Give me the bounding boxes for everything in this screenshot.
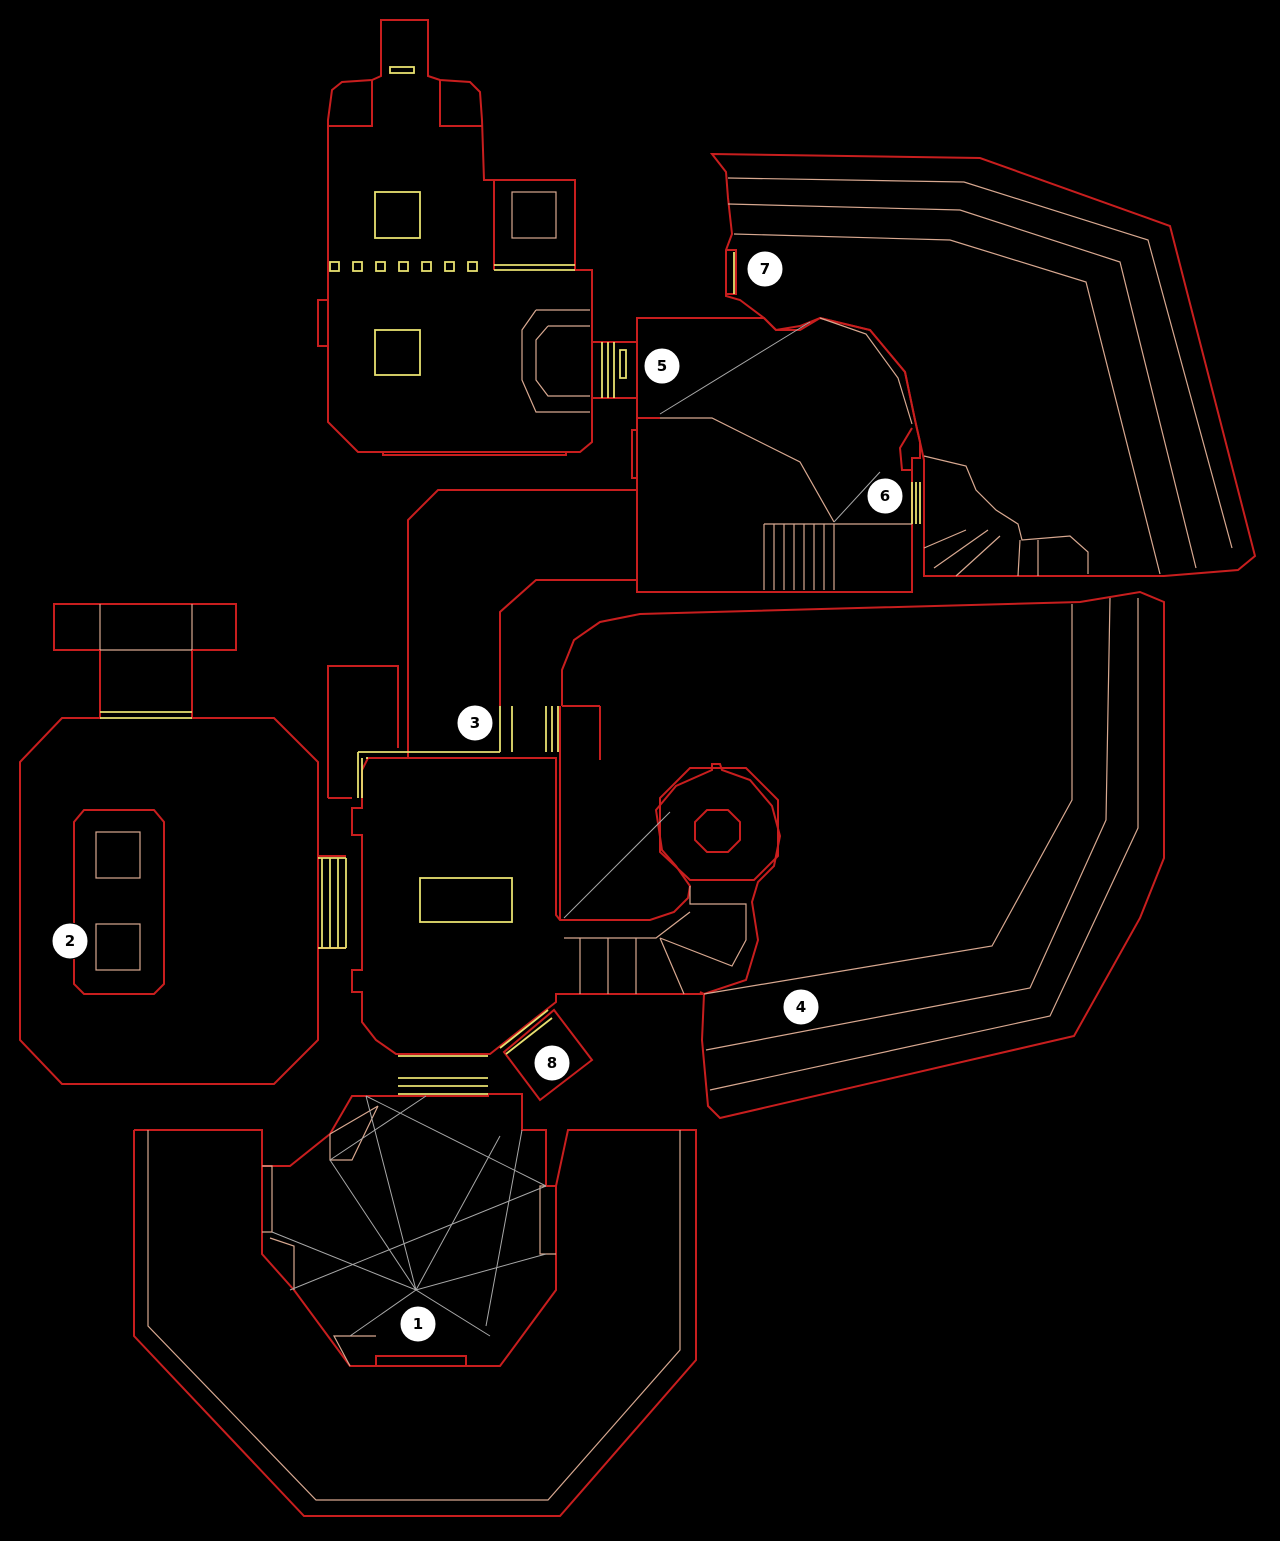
wall-room-2-pillar-ring (73, 809, 165, 995)
wall-area-4-inner-top (562, 705, 601, 760)
wall-corridor-east (499, 579, 637, 706)
wall-north-building-side-nub (317, 299, 328, 347)
wall-octagon-outer (659, 767, 779, 881)
wall-hub-north-block (327, 665, 399, 799)
map-steps (99, 177, 1233, 1501)
alcove-crate (511, 191, 557, 239)
marker-4: 4 (782, 988, 820, 1026)
pillar-north-2 (374, 329, 421, 376)
map-markers: 1 2 3 4 5 6 7 8 (51, 250, 904, 1343)
wall-hub (351, 757, 782, 1055)
wall-corridor-north (407, 489, 637, 758)
door-2-east (318, 857, 347, 949)
door-8 (499, 1009, 553, 1055)
wall-room-1-outer (133, 1129, 697, 1517)
wall-room-1-hall (134, 1093, 557, 1367)
door-6 (911, 482, 921, 524)
map-walls (19, 19, 1257, 1517)
wall-octagon-inner (694, 809, 741, 853)
wall-room-5-left-nub (631, 429, 637, 479)
svg-text:8: 8 (547, 1054, 557, 1072)
window-row (329, 261, 575, 272)
switch-north (389, 66, 415, 74)
svg-text:6: 6 (880, 487, 890, 505)
door-2-north (100, 711, 192, 719)
door-3 (499, 706, 559, 752)
marker-5: 5 (643, 347, 681, 385)
marker-2: 2 (51, 922, 89, 960)
wall-room-8 (502, 1008, 594, 1102)
door-5 (601, 342, 627, 398)
svg-text:5: 5 (657, 357, 667, 375)
wall-area-7-alcove (726, 249, 737, 295)
ledge-hub-north (357, 751, 500, 798)
wall-area-7 (709, 152, 1257, 577)
wall-north-building-inner-tr (439, 80, 482, 127)
pillar-hub (419, 877, 513, 923)
wall-room-2 (19, 603, 319, 1085)
marker-6: 6 (866, 477, 904, 515)
pillar-west-2 (95, 923, 141, 971)
wall-room-1-bottom-alcove (375, 1355, 467, 1366)
pillar-north-1 (374, 191, 421, 239)
wall-room-6-nub (898, 427, 913, 471)
wall-north-building-inner-tl (328, 80, 373, 127)
marker-3: 3 (456, 704, 494, 742)
wall-north-building-bottom-ledge (382, 452, 567, 456)
map-trigger-lines (271, 321, 881, 1337)
marker-8: 8 (533, 1044, 571, 1082)
svg-text:7: 7 (760, 260, 770, 278)
pillar-west-1 (95, 831, 141, 879)
door-1-north (398, 1055, 488, 1095)
svg-text:2: 2 (65, 932, 75, 950)
map-doors (95, 66, 921, 1095)
svg-text:3: 3 (470, 714, 480, 732)
marker-1: 1 (399, 1305, 437, 1343)
wall-area-4 (561, 590, 1165, 1120)
marker-7: 7 (746, 250, 784, 288)
svg-text:4: 4 (796, 998, 806, 1016)
svg-text:1: 1 (413, 1315, 423, 1333)
wall-north-building (327, 19, 593, 453)
wall-room-5 (636, 316, 921, 593)
